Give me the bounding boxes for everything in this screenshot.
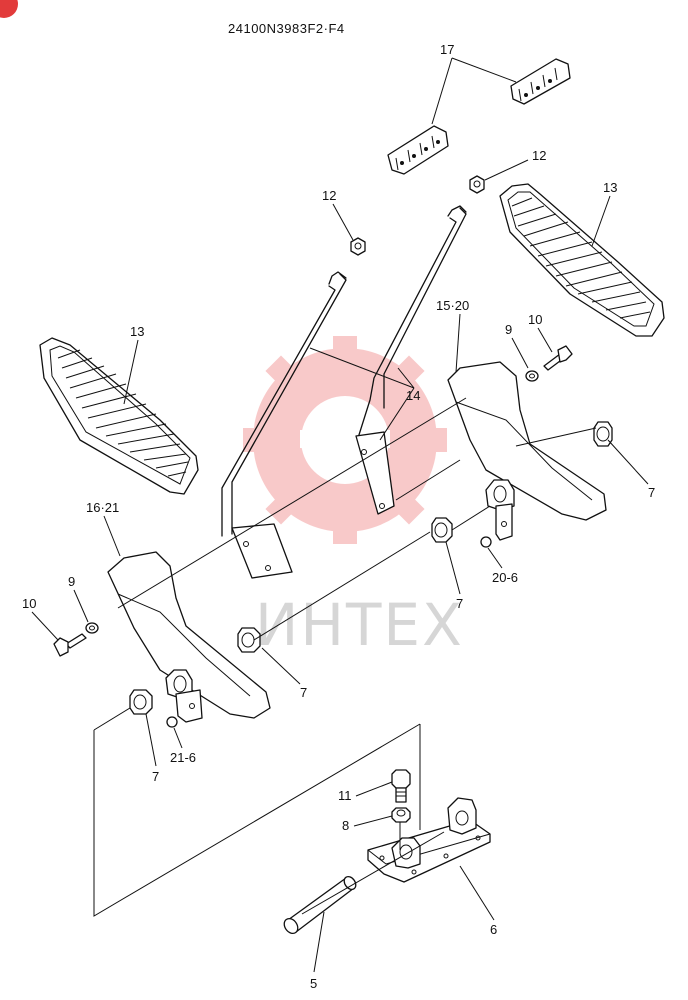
callout-12-left: 12 (322, 188, 336, 203)
watermark-logo (243, 336, 447, 544)
callout-7-right: 7 (648, 485, 655, 500)
pin-5 (283, 875, 357, 935)
callout-7-left-lower: 7 (152, 769, 159, 784)
callout-6: 6 (490, 922, 497, 937)
pedal-pad-13-left (39, 337, 199, 495)
pedal-rod-14-right (355, 205, 467, 515)
washer-9-right (525, 370, 539, 382)
callout-5: 5 (310, 976, 317, 991)
callout-7-left-upper: 7 (300, 685, 307, 700)
callout-10-right: 10 (528, 312, 542, 327)
nut-12-right (469, 175, 485, 194)
callout-13-left: 13 (130, 324, 144, 339)
drawing-code: 24100N3983F2·F4 (228, 21, 345, 36)
watermark-text: ИНТЕХ (255, 591, 464, 659)
pedal-arm-16-21 (107, 551, 271, 723)
bushing-7-left-lower (129, 689, 153, 715)
callout-7-middle: 7 (456, 596, 463, 611)
pedal-cover-17-left (387, 125, 449, 175)
bushing-7-left-upper (237, 627, 261, 653)
bracket-6 (367, 797, 491, 883)
pedal-rod-14-left (221, 271, 347, 579)
bolt-11 (391, 769, 411, 803)
callout-8: 8 (342, 818, 349, 833)
callout-14: 14 (406, 388, 420, 403)
plug-21-6 (166, 716, 178, 728)
callout-11: 11 (338, 788, 352, 803)
leader-lines (31, 57, 649, 973)
corner-badge (0, 0, 18, 18)
callout-9-right: 9 (505, 322, 512, 337)
callout-10-left: 10 (22, 596, 36, 611)
nut-12-left (350, 237, 366, 256)
callout-labels: 17 12 12 13 13 14 15·20 9 10 7 16·21 9 1… (22, 42, 655, 991)
bolt-10-left (53, 633, 87, 657)
pedal-pad-13-right (499, 183, 665, 337)
assembly-lines (93, 397, 597, 917)
bolt-10-right (543, 345, 573, 371)
bushing-7-middle (431, 517, 453, 543)
callout-15-20: 15·20 (436, 298, 469, 313)
plug-20-6 (480, 536, 492, 548)
callout-13-right: 13 (603, 180, 617, 195)
pedal-cover-17-right (510, 58, 571, 105)
pedal-arm-15-20 (447, 361, 607, 541)
callout-21-6: 21-6 (170, 750, 196, 765)
washer-9-left (85, 622, 99, 634)
washer-8 (391, 807, 411, 823)
bushing-7-upper-right (593, 421, 613, 447)
callout-9-left: 9 (68, 574, 75, 589)
callout-16-21: 16·21 (86, 500, 119, 515)
callout-12-right: 12 (532, 148, 546, 163)
callout-17: 17 (440, 42, 454, 57)
callout-20-6: 20-6 (492, 570, 518, 585)
